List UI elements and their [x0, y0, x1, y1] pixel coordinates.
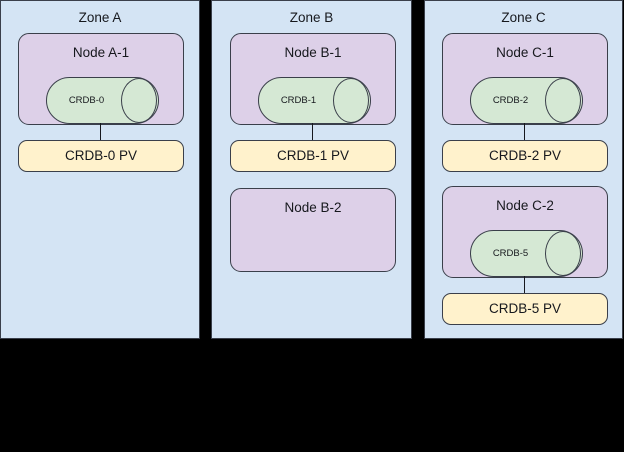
cylinder-cap: [333, 78, 369, 123]
node-box-b-1[interactable]: Node B-1 CRDB-1: [230, 33, 396, 125]
connector-crdb-5-to-pv: [524, 276, 525, 294]
database-label-crdb-2: CRDB-2: [492, 94, 529, 106]
pv-box-crdb-2[interactable]: CRDB-2 PV: [442, 140, 608, 172]
zone-title-a: Zone A: [78, 10, 122, 25]
node-box-c-2[interactable]: Node C-2 CRDB-5: [442, 186, 608, 278]
pv-box-crdb-1[interactable]: CRDB-1 PV: [230, 140, 396, 172]
node-title-c-2: Node C-2: [496, 198, 554, 213]
database-cylinder-crdb-5[interactable]: CRDB-5: [470, 230, 583, 277]
pv-box-crdb-5[interactable]: CRDB-5 PV: [442, 293, 608, 325]
connector-crdb-1-to-pv: [312, 123, 313, 141]
database-label-crdb-1: CRDB-1: [280, 94, 317, 106]
cylinder-cap: [121, 78, 157, 123]
node-title-a-1: Node A-1: [72, 45, 130, 60]
node-title-c-1: Node C-1: [496, 45, 554, 60]
node-title-b-2: Node B-2: [284, 200, 342, 215]
node-box-b-2[interactable]: Node B-2: [230, 188, 396, 272]
connector-crdb-0-to-pv: [100, 123, 101, 141]
zone-panel-b[interactable]: Zone B Node B-1 CRDB-1 CRDB-1 PV Node B-…: [211, 0, 412, 339]
pv-label-crdb-0: CRDB-0 PV: [64, 148, 137, 163]
connector-crdb-2-to-pv: [524, 123, 525, 141]
pv-label-crdb-2: CRDB-2 PV: [488, 148, 561, 163]
zone-title-b: Zone B: [289, 10, 334, 25]
node-box-c-1[interactable]: Node C-1 CRDB-2: [442, 33, 608, 125]
database-cylinder-crdb-2[interactable]: CRDB-2: [470, 77, 583, 124]
database-cylinder-crdb-1[interactable]: CRDB-1: [258, 77, 371, 124]
database-label-crdb-0: CRDB-0: [68, 94, 105, 106]
database-label-crdb-5: CRDB-5: [492, 247, 529, 259]
zone-panel-a[interactable]: Zone A Node A-1 CRDB-0 CRDB-0 PV: [0, 0, 200, 339]
cylinder-cap: [545, 231, 581, 276]
node-box-a-1[interactable]: Node A-1 CRDB-0: [18, 33, 184, 125]
database-cylinder-crdb-0[interactable]: CRDB-0: [46, 77, 159, 124]
node-title-b-1: Node B-1: [284, 45, 342, 60]
zone-title-c: Zone C: [501, 10, 546, 25]
cylinder-cap: [545, 78, 581, 123]
zone-panel-c[interactable]: Zone C Node C-1 CRDB-2 CRDB-2 PV Node C-…: [424, 0, 623, 339]
pv-label-crdb-5: CRDB-5 PV: [488, 301, 561, 316]
pv-label-crdb-1: CRDB-1 PV: [276, 148, 349, 163]
pv-box-crdb-0[interactable]: CRDB-0 PV: [18, 140, 184, 172]
